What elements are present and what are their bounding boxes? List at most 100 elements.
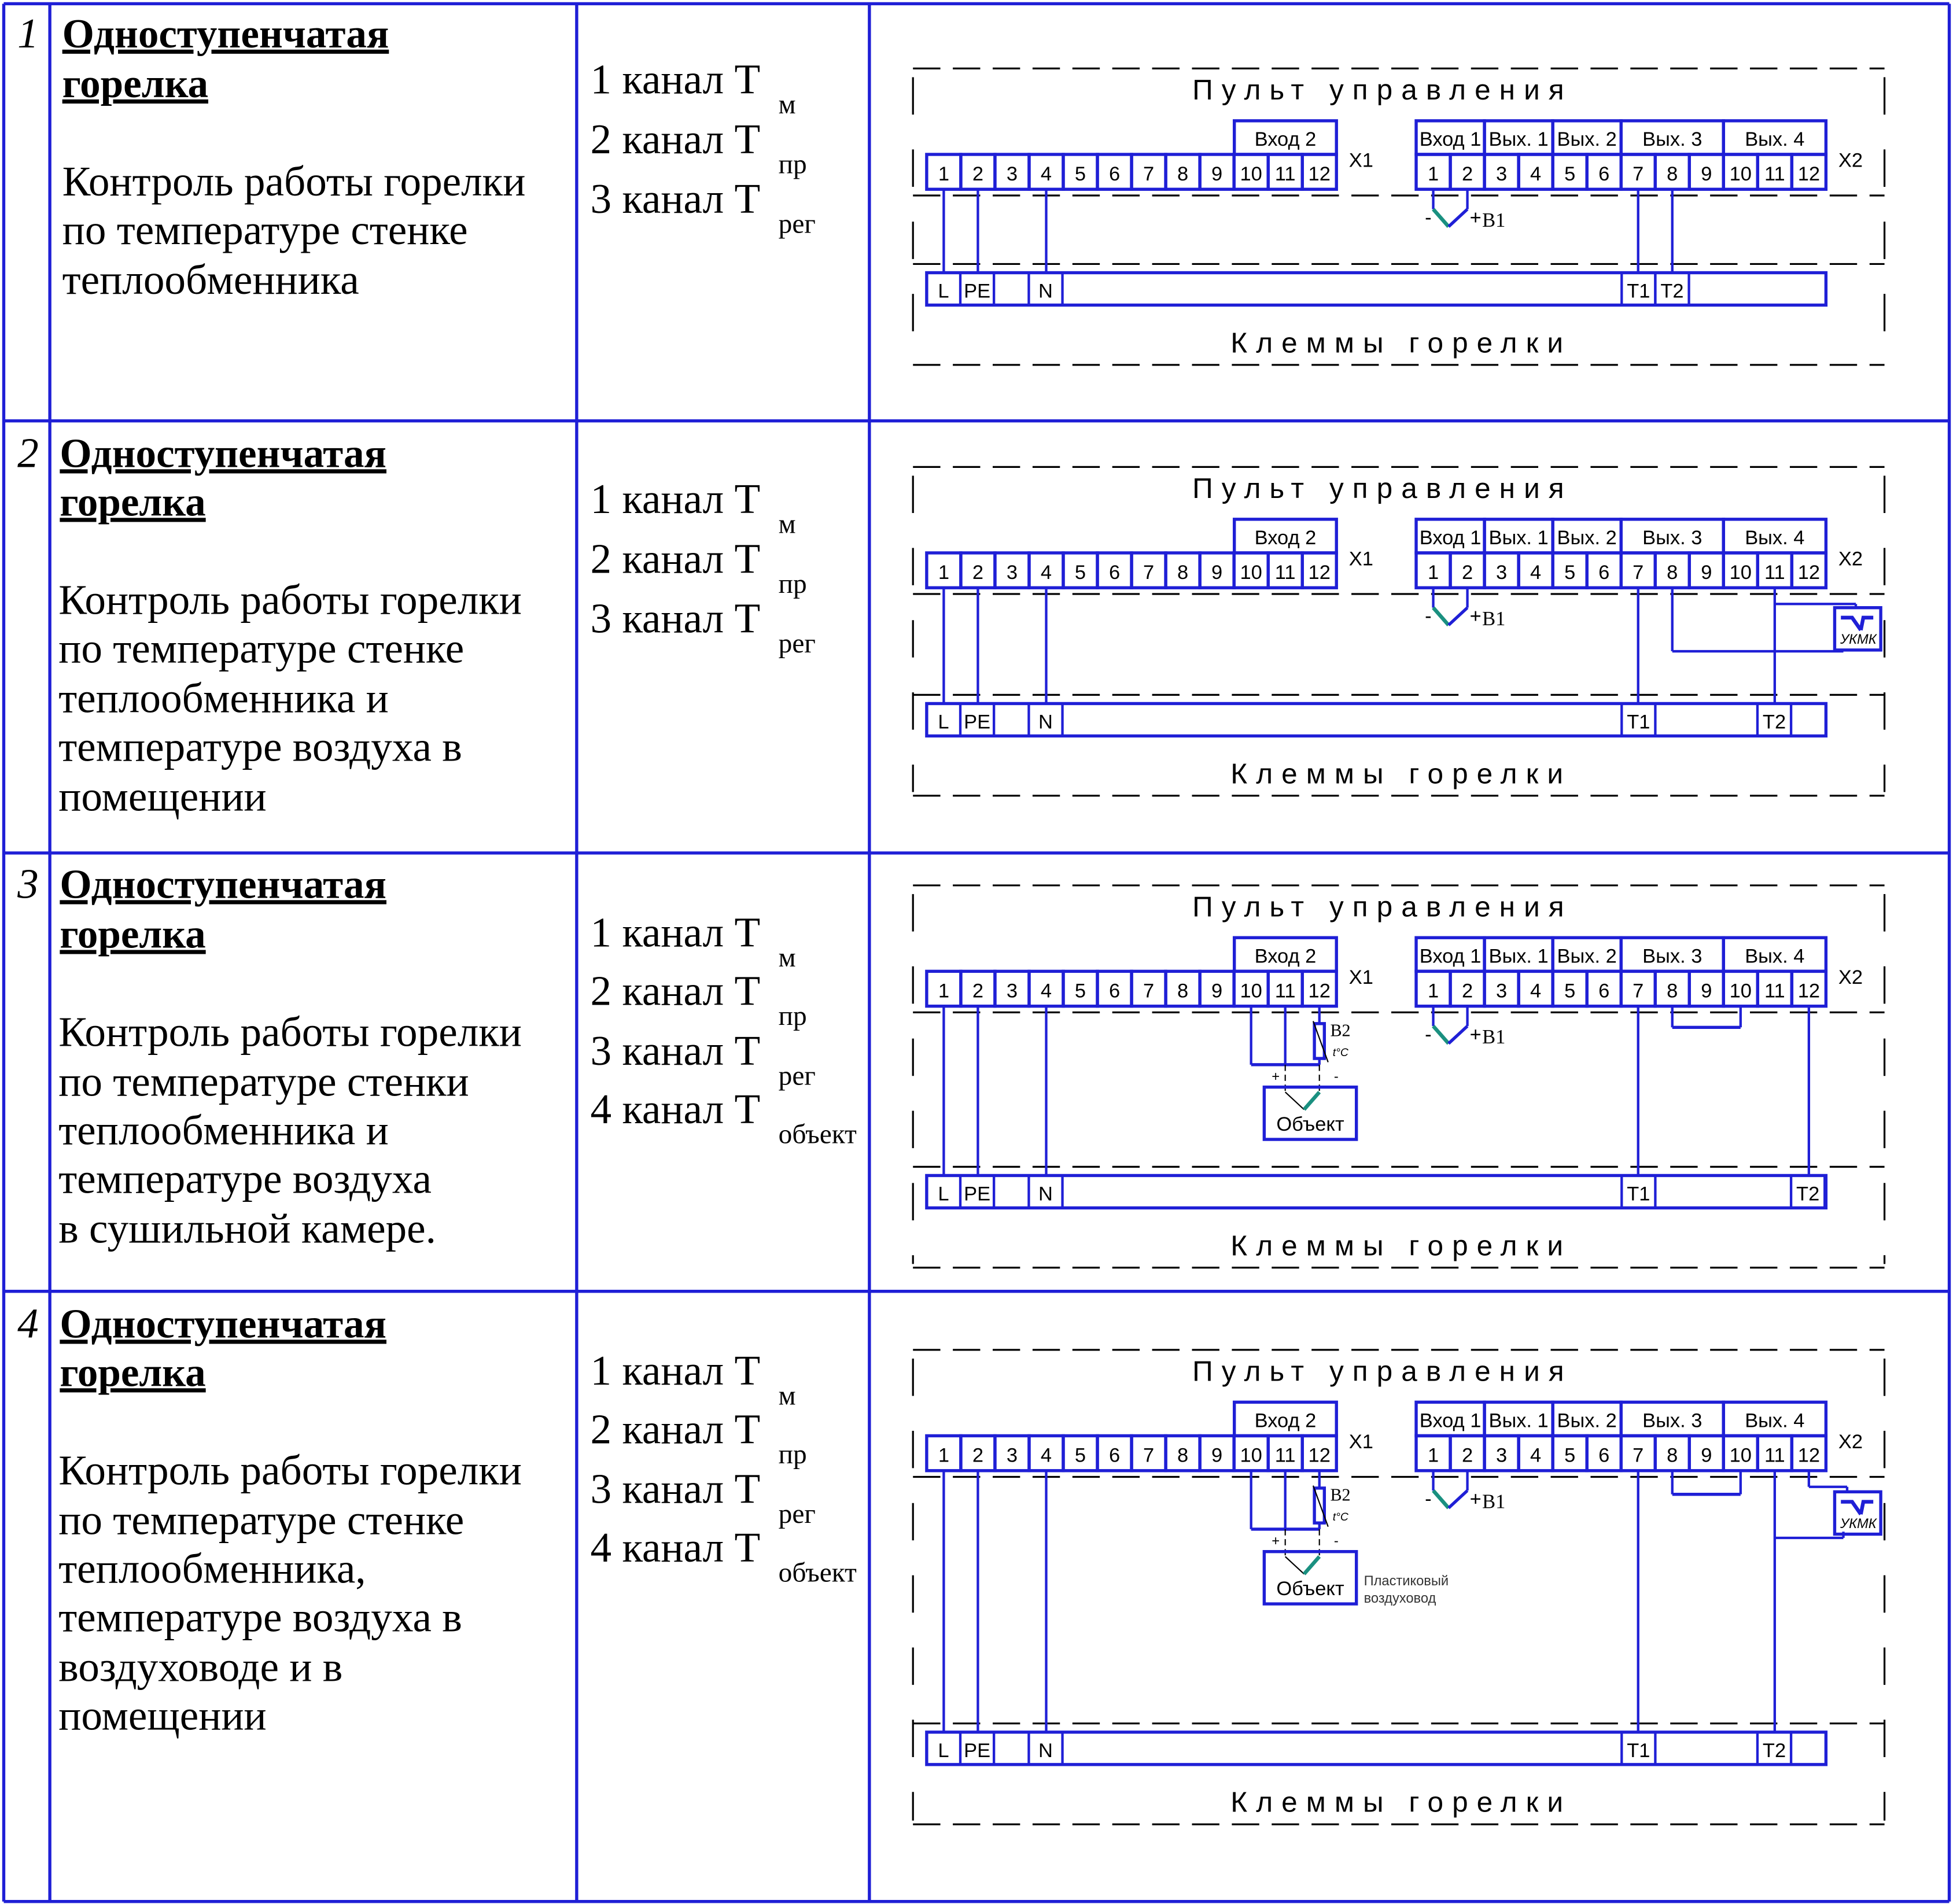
- burner-terminal-l: L: [938, 711, 949, 733]
- x1-terminal: [1300, 551, 1338, 589]
- row-description: теплообменника и: [58, 1107, 389, 1154]
- b1-sensor-lead: [1432, 208, 1450, 228]
- b1-minus: -: [1425, 1488, 1431, 1510]
- channel-subscript: объект: [779, 1119, 857, 1149]
- object-plus: +: [1272, 1534, 1280, 1549]
- panel-title: Пульт управления: [1192, 74, 1573, 106]
- b1-plus: +: [1470, 207, 1482, 229]
- x1-terminal-number: 2: [972, 980, 983, 1002]
- x2-terminal-number: 10: [1730, 163, 1752, 185]
- x1-terminal-number: 2: [972, 562, 983, 584]
- x1-terminal-number: 6: [1109, 562, 1120, 584]
- x1-terminal-number: 3: [1007, 562, 1018, 584]
- x2-terminal-number: 8: [1667, 1445, 1678, 1467]
- x2-terminal: [1790, 153, 1828, 191]
- x1-terminal-number: 5: [1075, 163, 1086, 185]
- b1-sensor-lead: [1432, 1489, 1450, 1510]
- row-description: температуре воздуха: [58, 1156, 432, 1202]
- row-title: Одноступенчатая: [60, 431, 386, 476]
- burner-terminal-t2: T2: [1763, 1740, 1786, 1762]
- x1-terminal-number: 1: [938, 1445, 949, 1467]
- x1-terminal-number: 1: [938, 163, 949, 185]
- row-number: 2: [17, 429, 39, 476]
- burner-terminal-n: N: [1038, 281, 1053, 302]
- x2-group-label: Вых. 2: [1557, 945, 1617, 967]
- plastic-duct-label: Пластиковый: [1364, 1574, 1449, 1589]
- object-sensor-lead: [1302, 1091, 1321, 1111]
- row-title: горелка: [60, 479, 205, 525]
- x2-terminal-number: 3: [1496, 1445, 1507, 1467]
- channel-label: 2 канал T: [591, 1405, 761, 1452]
- object-minus: -: [1334, 1534, 1339, 1549]
- burner-terminal-l: L: [938, 1183, 949, 1205]
- x1-label: X1: [1349, 1431, 1373, 1453]
- burner-terminal-n: N: [1038, 1183, 1053, 1205]
- row-description: помещении: [58, 773, 267, 820]
- row-number: 1: [17, 10, 39, 57]
- x2-group-label: Вых. 2: [1557, 1409, 1617, 1431]
- x1-terminal-number: 7: [1143, 562, 1154, 584]
- x1-terminal-number: 11: [1275, 1445, 1296, 1467]
- b2-resistor-slash: [1312, 1485, 1329, 1527]
- channel-subscript: объект: [779, 1558, 857, 1588]
- x2-group-label: Вход 1: [1420, 527, 1482, 549]
- x2-terminal-number: 2: [1462, 562, 1473, 584]
- x1-terminal-number: 8: [1177, 1445, 1188, 1467]
- burner-terminal-l: L: [938, 1740, 949, 1762]
- panel-title: Пульт управления: [1192, 473, 1573, 504]
- x2-group-label: Вых. 4: [1745, 945, 1804, 967]
- x1-terminal-number: 3: [1007, 1445, 1018, 1467]
- x1-terminal-number: 11: [1275, 980, 1296, 1002]
- burner-terminal-t2: T2: [1763, 711, 1786, 733]
- burner-terminal-t2: T2: [1660, 281, 1683, 302]
- x1-terminal-number: 10: [1240, 562, 1262, 584]
- burner-terminal-strip: [925, 702, 1828, 738]
- channel-label: 2 канал T: [591, 535, 761, 582]
- x2-label: X2: [1838, 1431, 1863, 1453]
- object-sensor-lead: [1284, 1556, 1305, 1575]
- x2-group-label: Вых. 4: [1745, 527, 1804, 549]
- b1-plus: +: [1470, 606, 1482, 628]
- ukmk-label: УКМК: [1840, 1516, 1878, 1532]
- x2-group-label: Вых. 1: [1488, 128, 1548, 150]
- row-description: теплообменника: [62, 256, 359, 303]
- b1-sensor-lead: [1447, 1489, 1469, 1510]
- object-minus: -: [1334, 1069, 1339, 1084]
- x2-terminal: [1790, 551, 1828, 589]
- x2-group-label: Вход 1: [1420, 128, 1482, 150]
- object-sensor-lead: [1284, 1091, 1305, 1110]
- x2-terminal-number: 4: [1530, 163, 1541, 185]
- channel-subscript: м: [779, 1381, 796, 1411]
- x2-terminal-number: 11: [1764, 980, 1785, 1002]
- x1-terminal-number: 8: [1177, 163, 1188, 185]
- x2-group-label: Вых. 3: [1642, 128, 1702, 150]
- x2-group-label: Вых. 1: [1488, 527, 1548, 549]
- x2-terminal-number: 9: [1701, 562, 1712, 584]
- x1-terminal-number: 6: [1109, 163, 1120, 185]
- x2-terminal-number: 4: [1530, 980, 1541, 1002]
- burner-terminal-strip: [925, 271, 1828, 307]
- burner-terminal-n: N: [1038, 711, 1053, 733]
- object-box: [1262, 1085, 1358, 1141]
- x2-terminal-number: 8: [1667, 980, 1678, 1002]
- x2-group-label: Вых. 3: [1642, 1409, 1702, 1431]
- b1-sensor-lead: [1447, 1025, 1469, 1045]
- b2-resistor: [1313, 1486, 1326, 1525]
- object-sensor-lead: [1302, 1555, 1321, 1575]
- x2-terminal-number: 11: [1764, 562, 1785, 584]
- x1-group-label: Вход 2: [1255, 527, 1317, 549]
- row-title: Одноступенчатая: [62, 12, 389, 57]
- x2-terminal-number: 4: [1530, 562, 1541, 584]
- b1-label: B1: [1482, 1490, 1505, 1512]
- channel-label: 3 канал T: [591, 1027, 761, 1074]
- x1-group-label: Вход 2: [1255, 128, 1317, 150]
- channel-label: 1 канал T: [591, 909, 761, 955]
- x2-terminal-number: 10: [1730, 562, 1752, 584]
- x1-terminal-number: 5: [1075, 1445, 1086, 1467]
- row-title: горелка: [60, 912, 205, 957]
- row-title: Одноступенчатая: [60, 862, 386, 907]
- x1-terminal-number: 2: [972, 1445, 983, 1467]
- x2-group-label: Вых. 4: [1745, 1409, 1804, 1431]
- x1-terminal-number: 4: [1041, 980, 1052, 1002]
